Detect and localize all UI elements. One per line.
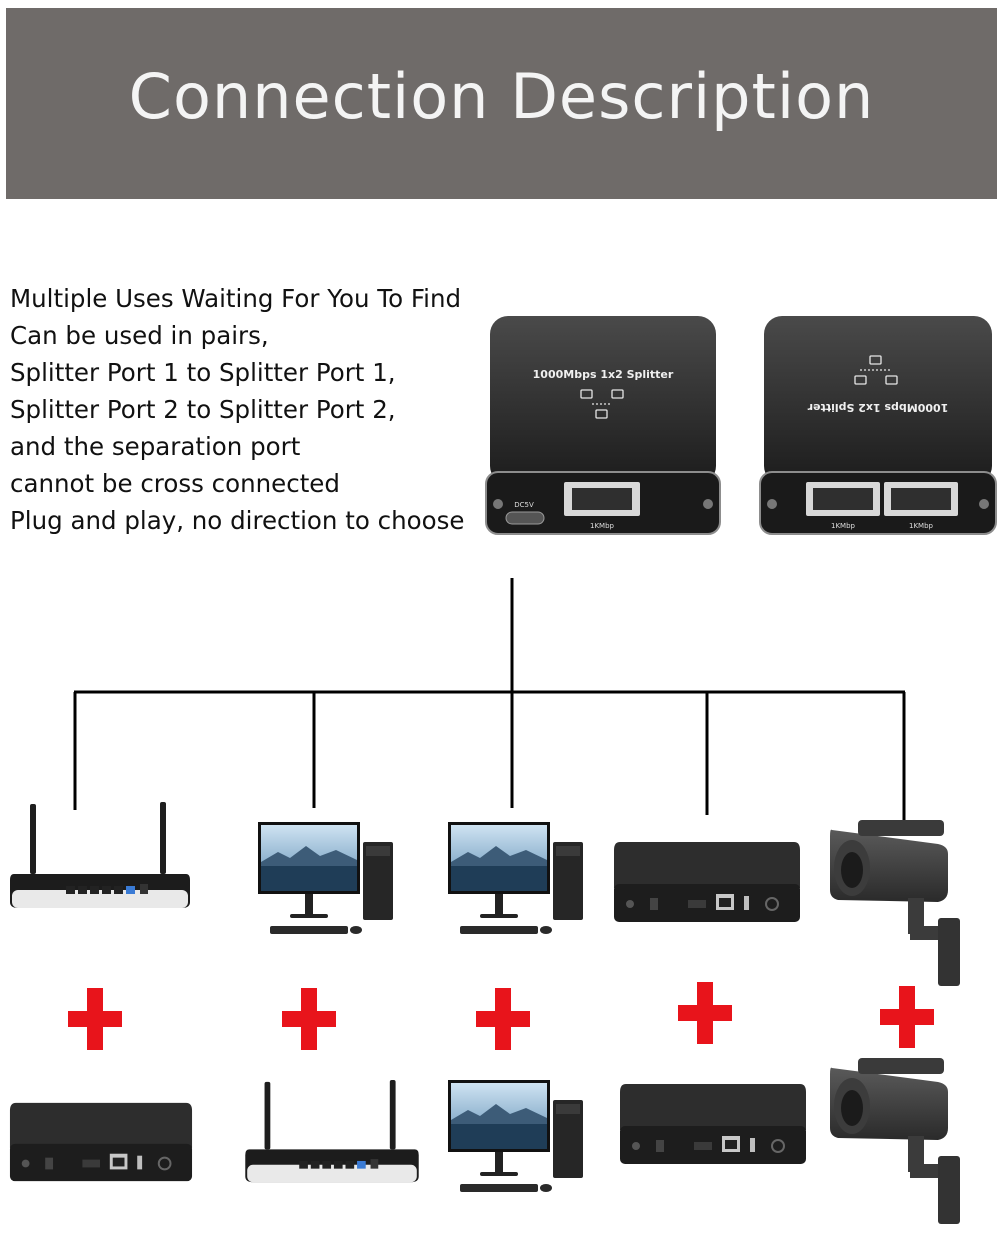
- splitter-single-port: 1000Mbps 1x2 Splitter DC5V 1KMbp: [485, 316, 721, 535]
- description-line: Can be used in pairs,: [10, 321, 269, 350]
- description-line: cannot be cross connected: [10, 469, 340, 498]
- network-topology-icon: [580, 389, 624, 419]
- usb-c-power-port[interactable]: [505, 511, 545, 525]
- splitter-dual-port: 1000Mbps 1x2 Splitter 1KMbp 1KMbp: [759, 316, 997, 535]
- header-banner: Connection Description: [6, 8, 997, 199]
- desktop-computer-icon: [258, 822, 398, 942]
- network-box-icon: [8, 1098, 194, 1184]
- security-camera-icon: [828, 820, 968, 990]
- splitter-title: 1000Mbps 1x2 Splitter: [807, 401, 948, 414]
- port-2-label: 1KMbp: [909, 522, 934, 530]
- splitter-title: 1000Mbps 1x2 Splitter: [533, 368, 674, 381]
- router-icon: [244, 1080, 420, 1186]
- port-label: 1KMbp: [590, 522, 615, 530]
- router-icon: [10, 802, 190, 912]
- description-line: Splitter Port 2 to Splitter Port 2,: [10, 395, 396, 424]
- network-topology-icon: [854, 355, 898, 385]
- description-line: Multiple Uses Waiting For You To Find: [10, 284, 462, 313]
- desktop-computer-icon: [448, 1080, 588, 1200]
- plus-icon: [678, 982, 732, 1044]
- power-label: DC5V: [514, 501, 534, 509]
- description-text: Multiple Uses Waiting For You To Find Ca…: [10, 280, 464, 539]
- desktop-computer-icon: [448, 822, 588, 942]
- plus-icon: [476, 988, 530, 1050]
- description-line: Plug and play, no direction to choose: [10, 506, 465, 535]
- description-line: and the separation port: [10, 432, 301, 461]
- plus-icon: [880, 986, 934, 1048]
- network-box-icon: [612, 838, 802, 924]
- description-line: Splitter Port 1 to Splitter Port 1,: [10, 358, 396, 387]
- port-1-label: 1KMbp: [831, 522, 856, 530]
- page-title: Connection Description: [128, 60, 875, 133]
- plus-icon: [282, 988, 336, 1050]
- network-box-icon: [618, 1080, 808, 1166]
- security-camera-icon: [828, 1058, 968, 1228]
- plus-icon: [68, 988, 122, 1050]
